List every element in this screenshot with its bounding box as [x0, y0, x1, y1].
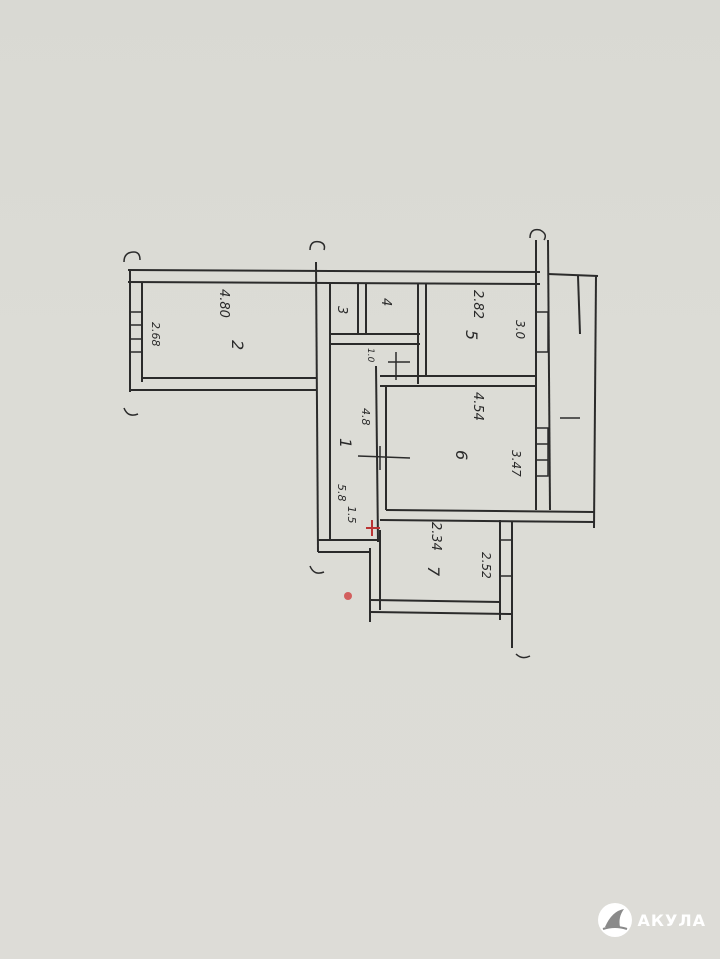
room-5-dim-width: 2.82 — [470, 290, 485, 319]
room-2-number: 2 — [228, 340, 247, 350]
room-2-dim-depth: 2.68 — [149, 322, 162, 347]
room-1-dim-b: 5.8 — [335, 484, 348, 502]
room-2-dim-width: 4.80 — [216, 289, 231, 318]
room-7-number: 7 — [424, 566, 443, 577]
room-4-dim: 1.0 — [365, 348, 375, 363]
watermark: АКУЛА — [597, 903, 706, 937]
room-6-dim-width: 4.54 — [470, 392, 485, 421]
room-5-dim-depth: 3.0 — [513, 320, 527, 339]
room-3-number: 3 — [334, 306, 349, 314]
room-4-number: 4 — [378, 298, 393, 306]
shark-fin-icon — [597, 903, 632, 937]
watermark-brand: АКУЛА — [637, 910, 706, 930]
room-7-dim-width: 2.34 — [428, 522, 443, 551]
room-6-dim-depth: 3.47 — [509, 450, 523, 477]
room-1-dim-a: 4.8 — [359, 408, 372, 426]
room-7-dim-depth: 2.52 — [479, 552, 493, 579]
room-6-number: 6 — [452, 450, 471, 460]
room-1-number: 1 — [336, 438, 355, 448]
room-1-dim-c: 1.5 — [345, 506, 358, 524]
room-5-number: 5 — [462, 330, 481, 340]
